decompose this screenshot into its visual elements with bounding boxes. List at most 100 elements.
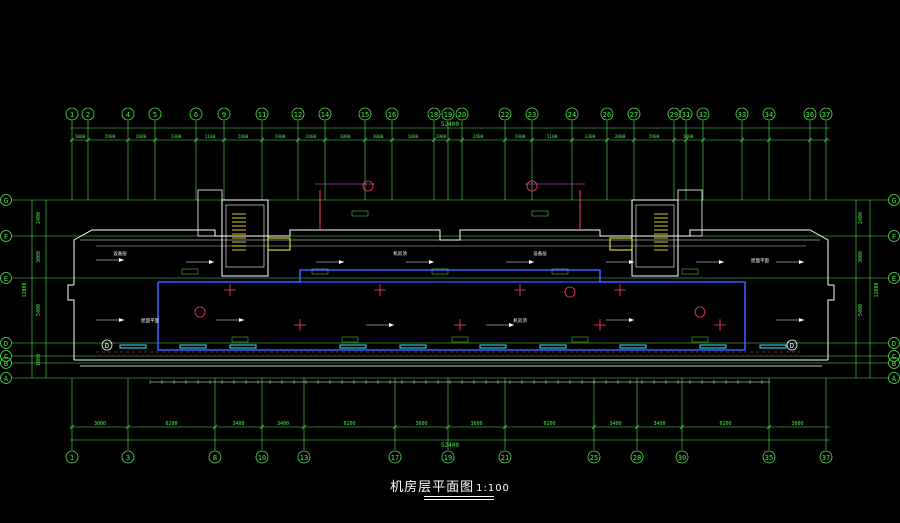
axis-label-bottom: 25 — [590, 454, 598, 462]
axis-label-left: G — [4, 197, 8, 205]
axis-label-left: E — [4, 275, 8, 283]
axis-bubble-top — [189, 107, 203, 121]
red-callout-bubble — [564, 286, 576, 298]
axis-bubble-top — [385, 107, 399, 121]
axis-label-bottom: 37 — [822, 454, 830, 462]
dim-tick — [445, 137, 451, 143]
cyan-window — [119, 344, 147, 349]
dim-tick — [221, 137, 227, 143]
axis-bubble-top — [427, 107, 441, 121]
axis-bubble-top — [762, 107, 776, 121]
green-tag — [691, 336, 709, 343]
axis-bubble-bottom — [630, 450, 644, 464]
cyan-window — [539, 344, 567, 349]
overall-dimension-top: 52400 — [441, 121, 459, 128]
bottom-dimension-text: 3600 — [415, 421, 427, 427]
red-callout-bubble — [526, 180, 538, 192]
dim-tick — [634, 424, 640, 430]
room-label: 机房顶 — [513, 317, 527, 324]
axis-bubble-left — [0, 357, 12, 369]
top-dimension-text: 1000 — [75, 134, 86, 140]
bottom-dimension-text: 3400 — [277, 421, 289, 427]
green-tag — [531, 210, 549, 217]
axis-label-right: G — [892, 197, 896, 205]
axis-bubble-bottom — [255, 450, 269, 464]
slope-arrowhead — [239, 318, 244, 322]
slope-arrowhead — [799, 318, 804, 322]
axis-label-top: 14 — [321, 111, 329, 119]
axis-bubble-bottom — [587, 450, 601, 464]
axis-label-top: 34 — [765, 111, 773, 119]
axis-label-top: 2 — [86, 111, 90, 119]
dim-tick — [69, 137, 75, 143]
bottom-dimension-text: 6200 — [543, 421, 555, 427]
axis-bubble-top — [819, 107, 833, 121]
dim-tick — [69, 424, 75, 430]
right-dimension-text: 5400 — [858, 304, 864, 316]
top-dimension-text: 1300 — [585, 134, 596, 140]
section-mark-d-right — [786, 339, 798, 351]
slope-arrowhead — [209, 260, 214, 264]
axis-label-top: 12 — [294, 111, 302, 119]
green-tag — [341, 336, 359, 343]
axis-label-right: B — [892, 360, 896, 368]
axis-bubble-left — [0, 272, 12, 284]
top-dimension-text: 2400 — [473, 134, 484, 140]
stair-core-left-inner — [225, 204, 265, 268]
drawing-title-text: 机房层平面图 — [390, 480, 475, 495]
axis-label-bottom: 21 — [501, 454, 509, 462]
axis-label-bottom: 19 — [444, 454, 452, 462]
axis-label-bottom: 17 — [391, 454, 399, 462]
axis-bubble-left — [0, 372, 12, 384]
axis-bubble-top — [441, 107, 455, 121]
axis-bubble-top — [498, 107, 512, 121]
slope-arrowhead — [339, 260, 344, 264]
axis-bubble-left — [0, 230, 12, 242]
dim-tick — [631, 137, 637, 143]
axis-label-top: 4 — [126, 111, 130, 119]
top-dimension-text: 1100 — [205, 134, 216, 140]
axis-label-top: 33 — [738, 111, 746, 119]
axis-bubble-top — [121, 107, 135, 121]
dim-tick — [739, 137, 745, 143]
cyan-window — [179, 344, 207, 349]
dim-tick — [823, 137, 829, 143]
dim-tick — [362, 137, 368, 143]
axis-bubble-bottom — [675, 450, 689, 464]
bottom-dimension-text: 3400 — [653, 421, 665, 427]
stair-core-right-inner — [635, 204, 675, 268]
room-label: 机房顶 — [393, 250, 407, 257]
axis-label-top: 20 — [458, 111, 466, 119]
axis-bubble-bottom — [297, 450, 311, 464]
green-tag — [431, 268, 449, 275]
bottom-dimension-text: 6200 — [165, 421, 177, 427]
west-wall — [67, 284, 75, 360]
slope-arrowhead — [629, 318, 634, 322]
axis-bubble-top — [255, 107, 269, 121]
axis-bubble-top — [65, 107, 79, 121]
axis-bubble-top — [679, 107, 693, 121]
axis-bubble-top — [525, 107, 539, 121]
elevator-door-left — [267, 237, 291, 251]
axis-label-top: 26 — [603, 111, 611, 119]
axis-bubble-top — [735, 107, 749, 121]
cyan-window — [479, 344, 507, 349]
axis-label-right: F — [892, 233, 896, 241]
top-dimension-text: 1000 — [683, 134, 694, 140]
right-dimension-text: 2400 — [858, 212, 864, 224]
axis-label-top: 1 — [70, 111, 74, 119]
slope-arrowhead — [529, 260, 534, 264]
axis-label-bottom: 10 — [258, 454, 266, 462]
dim-tick — [604, 137, 610, 143]
axis-bubble-top — [565, 107, 579, 121]
cyan-window — [229, 344, 257, 349]
axis-label-bottom: 30 — [678, 454, 686, 462]
dim-tick — [766, 424, 772, 430]
dim-tick — [125, 424, 131, 430]
axis-bubble-top — [455, 107, 469, 121]
dim-tick — [679, 424, 685, 430]
axis-bubble-bottom — [121, 450, 135, 464]
axis-label-top: 29 — [670, 111, 678, 119]
